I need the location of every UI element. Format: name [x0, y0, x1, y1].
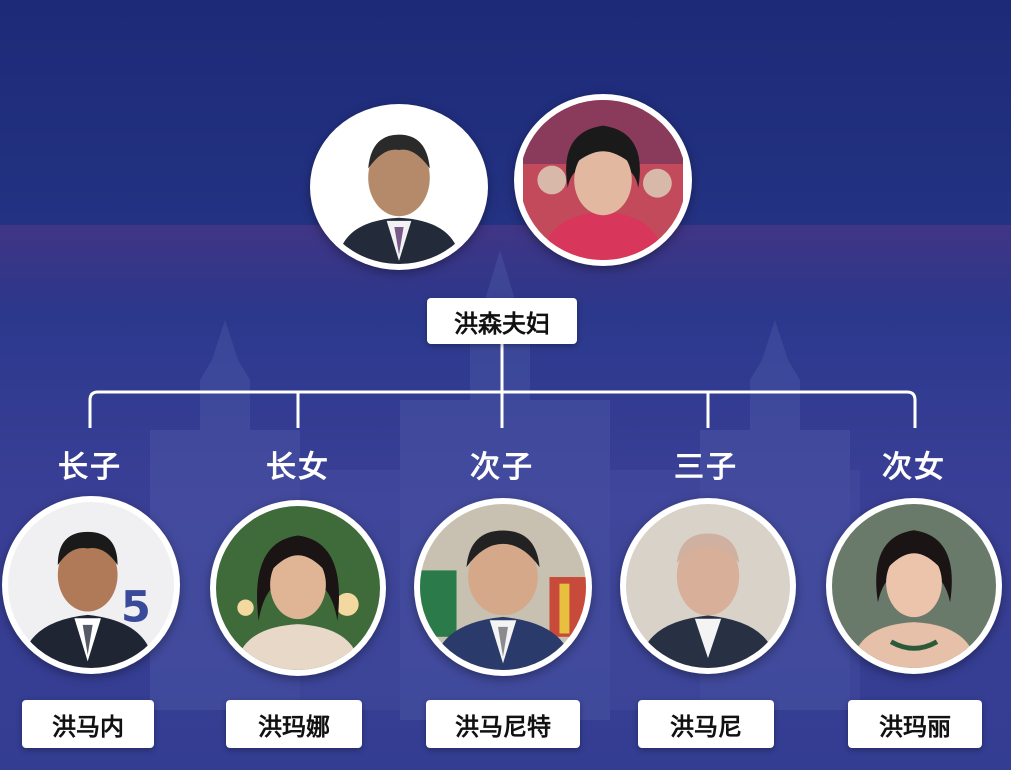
child-name-2: 洪玛娜: [226, 700, 362, 748]
svg-text:5: 5: [121, 583, 151, 633]
child-role-2: 长女: [266, 450, 330, 485]
woman-portrait-icon: [832, 504, 996, 668]
man-portrait-icon: [626, 504, 790, 668]
child-name-3: 洪马尼特: [426, 700, 580, 748]
parent-photo-father: [310, 104, 488, 270]
child-name-1: 洪马内: [22, 700, 154, 748]
child-photo-1: 5: [2, 496, 180, 674]
child-role-4: 三子: [674, 450, 738, 485]
woman-portrait-icon: [216, 506, 380, 670]
woman-portrait-icon: [523, 100, 683, 260]
child-role-1: 长子: [58, 450, 122, 485]
man-portrait-icon: 5: [8, 502, 174, 668]
child-name-4: 洪马尼: [638, 700, 774, 748]
child-role-5: 次女: [882, 450, 946, 485]
child-photo-3: [414, 498, 592, 676]
child-photo-5: [826, 498, 1002, 674]
man-portrait-icon: [420, 504, 586, 670]
parents-label: 洪森夫妇: [427, 298, 577, 344]
child-photo-4: [620, 498, 796, 674]
child-role-3: 次子: [470, 450, 534, 485]
parent-photo-mother: [514, 94, 692, 266]
child-photo-2: [210, 500, 386, 676]
child-name-5: 洪玛丽: [848, 700, 982, 748]
man-portrait-icon: [322, 110, 476, 264]
